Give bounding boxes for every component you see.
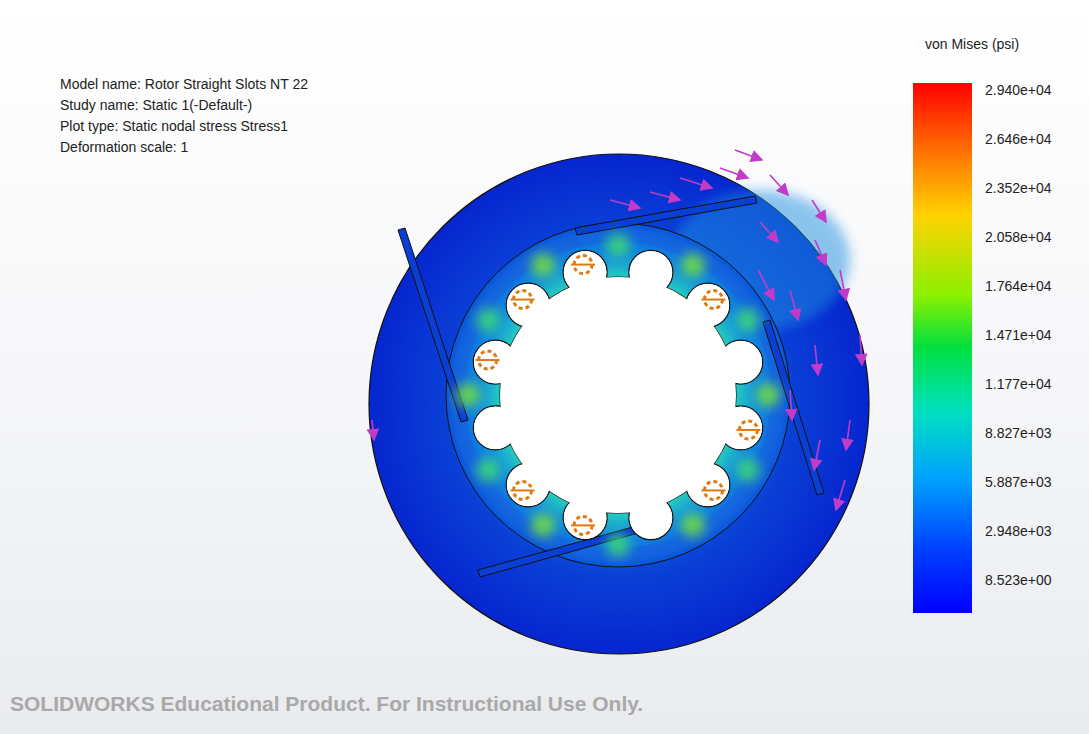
scale-value: 5.887e+03: [985, 474, 1052, 490]
info-text: Deformation scale: 1: [60, 139, 188, 155]
scale-value: 2.058e+04: [985, 229, 1052, 245]
watermark: SOLIDWORKS Educational Product. For Inst…: [10, 692, 643, 716]
info-text: Model name: Rotor Straight Slots NT 22: [60, 76, 308, 92]
scale-value: 2.940e+04: [985, 82, 1052, 98]
scale-value: 1.764e+04: [985, 278, 1052, 294]
scale-value: 2.948e+03: [985, 523, 1052, 539]
legend-title: von Mises (psi): [925, 36, 1019, 52]
color-bar: [913, 83, 972, 613]
info-text: Plot type: Static nodal stress Stress1: [60, 118, 288, 134]
info-text: Study name: Static 1(-Default-): [60, 97, 252, 113]
scale-value: 8.523e+00: [985, 572, 1052, 588]
scale-value: 1.177e+04: [985, 376, 1052, 392]
rotor: [369, 150, 869, 654]
scale-value: 2.352e+04: [985, 180, 1052, 196]
scale-value: 2.646e+04: [985, 131, 1052, 147]
scale-value: 1.471e+04: [985, 327, 1052, 343]
scale-value: 8.827e+03: [985, 425, 1052, 441]
